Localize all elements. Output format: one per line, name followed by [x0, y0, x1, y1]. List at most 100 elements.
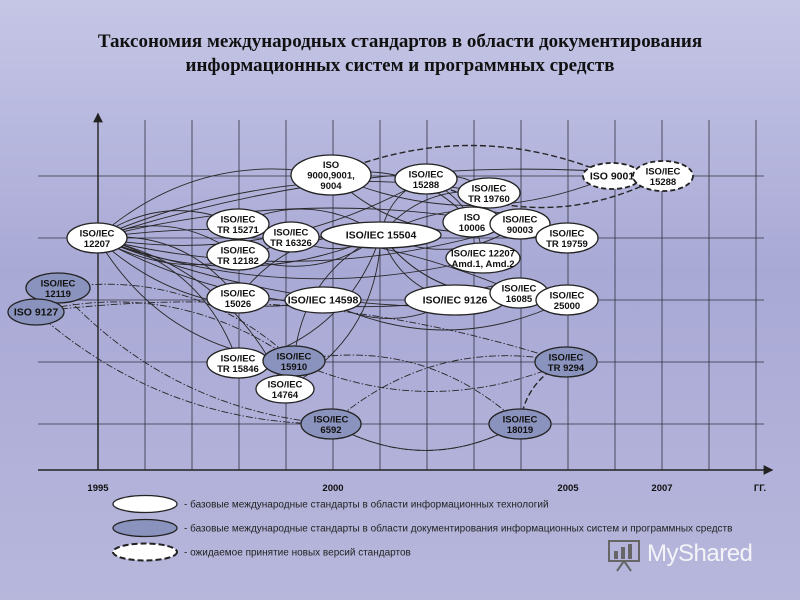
node-label: ISO/IEC: [314, 414, 349, 425]
edge-arrow: [96, 236, 292, 266]
node-ellipse: [25, 272, 91, 304]
title-line-1: Таксономия международных стандартов в об…: [97, 31, 703, 52]
edge-arrow: [57, 283, 295, 362]
node-label: 9004: [320, 181, 342, 192]
node-label: ISO/IEC: [550, 290, 585, 301]
node-ellipse: [206, 282, 270, 314]
node-label: ISO/IEC: [646, 166, 681, 177]
legend-text: - базовые международные стандарты в обла…: [184, 523, 732, 535]
node-label: ISO/IEC: [41, 278, 76, 289]
node-label: 12207: [84, 239, 110, 250]
node-label: 15026: [225, 299, 251, 310]
node-ellipse: [394, 163, 458, 195]
node-label: ISO/IEC 14598: [288, 295, 359, 307]
node-label: ISO/IEC: [550, 228, 585, 239]
node-label: ISO/IEC: [503, 214, 538, 225]
node-label: ISO/IEC: [549, 352, 584, 363]
node-label: ISO/IEC: [268, 379, 303, 390]
edge-arrow: [293, 354, 521, 425]
node-ellipse: [320, 221, 442, 249]
node-label: TR 15846: [217, 364, 259, 375]
node-label: ISO/IEC: [221, 353, 256, 364]
legend-item-doc: - базовые международные стандарты в обла…: [112, 518, 732, 538]
node-label: ISO/IEC: [277, 351, 312, 362]
node-label: 10006: [459, 223, 485, 234]
axes: [38, 112, 774, 475]
legend-item-base_it: - базовые международные стандарты в обла…: [112, 494, 549, 514]
edge-arrow: [96, 168, 664, 239]
node-label: ISO/IEC: [472, 183, 507, 194]
node-label: ISO/IEC: [409, 169, 444, 180]
edge-arrow: [35, 311, 332, 428]
node-label: TR 19760: [468, 194, 510, 205]
node-label: 25000: [554, 301, 580, 312]
node-label: 15910: [281, 362, 307, 373]
edge-arrow: [96, 237, 484, 280]
node-label: ISO/IEC: [502, 283, 537, 294]
node-label: ISO 9001: [590, 171, 635, 183]
edge-arrow: [293, 360, 567, 392]
node-iso9126: ISO/IEC 9126: [404, 284, 506, 316]
node-label: 15288: [413, 180, 439, 191]
node-ellipse: [206, 208, 270, 240]
node-ellipse: [206, 239, 270, 271]
node-label: 12119: [45, 289, 71, 300]
node-ellipse: [7, 298, 65, 326]
node-ellipse: [535, 284, 599, 316]
node-ellipse: [300, 408, 362, 440]
node-label: ISO: [323, 160, 339, 171]
node-label: 16085: [506, 294, 533, 305]
node-label: 14764: [272, 390, 299, 401]
node-iso9127: ISO 9127: [7, 298, 65, 326]
node-label: ISO/IEC: [221, 214, 256, 225]
page-title: Таксономия международных стандартов в об…: [0, 30, 800, 78]
node-label: ISO/IEC 12207: [451, 248, 515, 259]
node-ellipse: [488, 408, 552, 440]
node-label: TR 9294: [548, 363, 585, 374]
legend: - базовые международные стандарты в обла…: [112, 494, 732, 562]
node-label: ISO/IEC 9126: [423, 295, 488, 307]
year-tick-label: 1995: [87, 483, 109, 494]
legend-swatch: [112, 518, 178, 538]
legend-text: - ожидаемое принятие новых версий станда…: [184, 548, 411, 559]
node-ellipse: [632, 160, 694, 192]
node-label: ISO: [464, 212, 480, 223]
node-label: Amd.1, Amd.2: [452, 259, 515, 270]
edge-arrow: [96, 222, 521, 262]
node-label: ISO/IEC: [221, 288, 256, 299]
node-ellipse: [534, 346, 598, 378]
title-line-2: информационных систем и программных сред…: [185, 55, 615, 76]
node-label: TR 19759: [546, 239, 588, 250]
node-ellipse: [262, 221, 320, 253]
node-iso14598: ISO/IEC 14598: [284, 286, 362, 314]
node-label: 90003: [507, 225, 533, 236]
year-tick-label: 2005: [557, 483, 579, 494]
year-tick-label: 2000: [322, 483, 343, 494]
node-ellipse: [457, 177, 521, 209]
edge-arrow: [330, 144, 614, 178]
node-label: ISO/IEC: [503, 414, 538, 425]
node-label: TR 15271: [217, 225, 259, 236]
node-label: 18019: [507, 425, 533, 436]
myshared-logo: MyShared: [605, 535, 775, 575]
edge-arrow: [57, 287, 332, 427]
legend-swatch: [112, 542, 178, 562]
node-ellipse: [66, 222, 128, 254]
presentation-icon: [608, 540, 640, 572]
edge-arrow: [330, 355, 567, 425]
axis-unit-label: ГГ.: [754, 483, 766, 494]
